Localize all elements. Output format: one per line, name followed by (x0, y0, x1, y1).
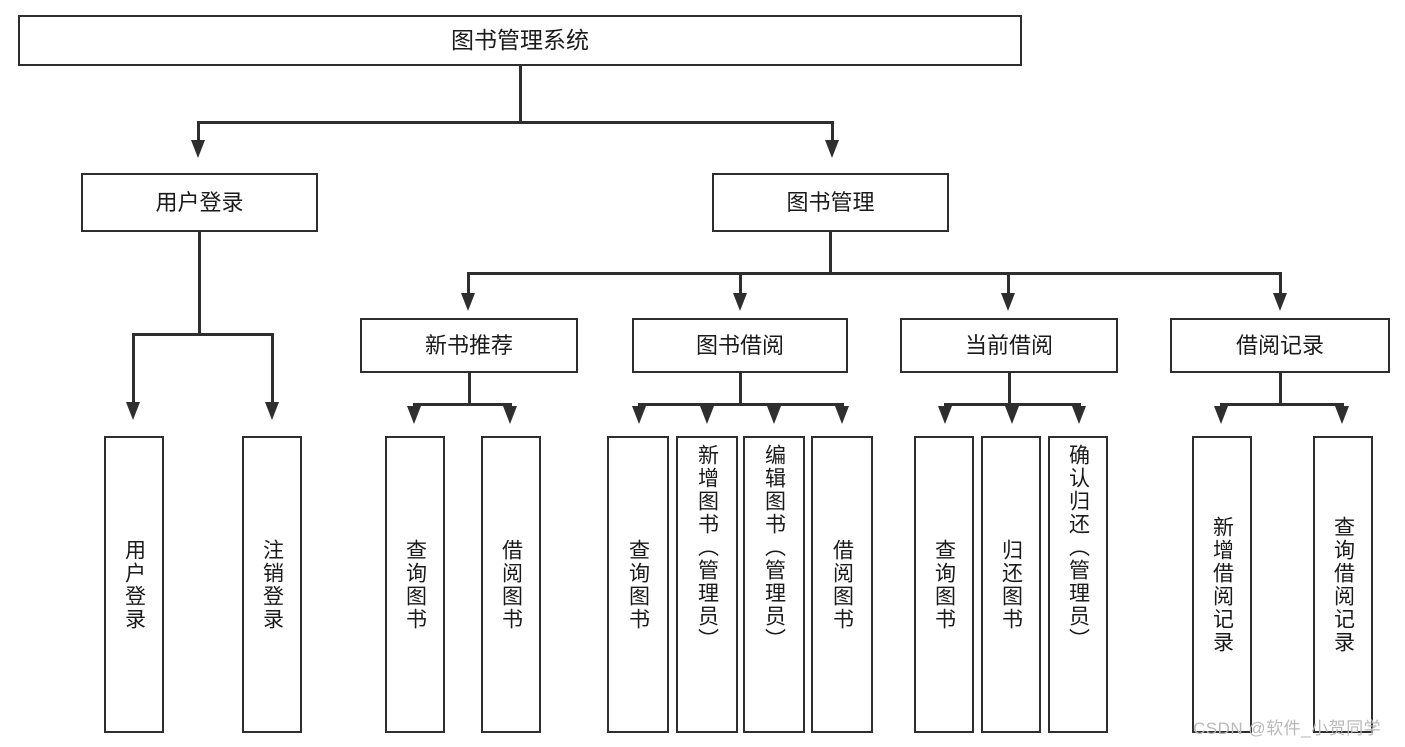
arrow-userlogin-2 (265, 402, 279, 420)
csdn-watermark: CSDN @软件_小贺同学 (1193, 719, 1382, 738)
leaf-edit-book-admin-label: 编辑图书（管理员） (762, 444, 786, 651)
connector-level2-bus (467, 272, 1282, 275)
connector-bookborrow-bus (638, 403, 843, 406)
connector-bookborrow-drop-4 (841, 403, 844, 408)
connector-newbook-stem (468, 373, 471, 405)
connector-borrowrecord-stem (1279, 373, 1282, 405)
connector-currentborrow-drop-3 (1078, 403, 1081, 408)
leaf-query-book-newbook-label: 查询图书 (403, 538, 427, 631)
arrow-currentborrow-2 (1005, 406, 1019, 424)
connector-level2-drop-3 (1007, 272, 1010, 296)
arrow-level2-2 (733, 293, 747, 311)
arrow-bookborrow-1 (632, 406, 646, 424)
connector-bookborrow-drop-2 (706, 403, 709, 408)
node-user-login[interactable]: 用户登录 (81, 173, 318, 232)
connector-userlogin-bus (132, 333, 273, 336)
connector-level2-drop-1 (467, 272, 470, 296)
node-root-label: 图书管理系统 (451, 26, 589, 53)
connector-bookborrow-drop-1 (638, 403, 641, 408)
connector-borrowrecord-drop-1 (1220, 403, 1223, 408)
arrow-currentborrow-3 (1072, 406, 1086, 424)
connector-level2-drop-2 (739, 272, 742, 296)
leaf-add-borrow-record[interactable]: 新增借阅记录 (1192, 436, 1252, 733)
connector-userlogin-drop-1 (132, 333, 135, 405)
node-book-management[interactable]: 图书管理 (712, 173, 949, 232)
node-book-borrow-label: 图书借阅 (695, 332, 784, 358)
connector-newbook-drop-1 (413, 403, 416, 408)
arrow-borrowrecord-1 (1214, 406, 1228, 424)
leaf-borrow-book-borrow-label: 借阅图书 (830, 538, 854, 631)
connector-currentborrow-drop-2 (1011, 403, 1014, 408)
connector-currentborrow-drop-1 (944, 403, 947, 408)
connector-level1-drop-2 (831, 121, 834, 143)
arrow-newbook-2 (503, 406, 517, 424)
arrow-level2-3 (1001, 293, 1015, 311)
connector-bookmgmt-stem (829, 232, 832, 274)
leaf-query-book-current-label: 查询图书 (932, 538, 956, 631)
leaf-add-borrow-record-label: 新增借阅记录 (1210, 515, 1234, 654)
node-borrow-record[interactable]: 借阅记录 (1170, 318, 1390, 373)
connector-newbook-bus (413, 403, 511, 406)
connector-bookborrow-stem (739, 373, 742, 405)
leaf-edit-book-admin[interactable]: 编辑图书（管理员） (743, 436, 805, 733)
leaf-confirm-return-admin[interactable]: 确认归还（管理员） (1048, 436, 1108, 733)
leaf-user-login[interactable]: 用户登录 (104, 436, 164, 733)
leaf-confirm-return-admin-label: 确认归还（管理员） (1066, 444, 1090, 651)
leaf-query-borrow-record-label: 查询借阅记录 (1331, 515, 1355, 654)
connector-root-stem (519, 66, 522, 122)
leaf-borrow-book-newbook[interactable]: 借阅图书 (481, 436, 541, 733)
node-new-book-recommend[interactable]: 新书推荐 (360, 318, 578, 373)
leaf-add-book-admin-label: 新增图书（管理员） (695, 444, 719, 651)
leaf-user-login-label: 用户登录 (122, 538, 146, 631)
connector-level1-bus (197, 121, 834, 124)
arrow-level1-1 (191, 140, 205, 158)
connector-currentborrow-stem (1008, 373, 1011, 405)
leaf-borrow-book-borrow[interactable]: 借阅图书 (811, 436, 873, 733)
connector-level1-drop-1 (197, 121, 200, 143)
connector-level2-drop-4 (1279, 272, 1282, 296)
arrow-level2-4 (1273, 293, 1287, 311)
leaf-borrow-book-newbook-label: 借阅图书 (499, 538, 523, 631)
arrow-bookborrow-2 (700, 406, 714, 424)
node-root[interactable]: 图书管理系统 (18, 15, 1022, 66)
arrow-newbook-1 (407, 406, 421, 424)
node-user-login-label: 用户登录 (155, 189, 244, 215)
connector-borrowrecord-bus (1220, 403, 1343, 406)
node-book-borrow[interactable]: 图书借阅 (632, 318, 848, 373)
leaf-query-book-borrow[interactable]: 查询图书 (607, 436, 669, 733)
leaf-query-book-borrow-label: 查询图书 (626, 538, 650, 631)
leaf-query-book-newbook[interactable]: 查询图书 (385, 436, 445, 733)
arrow-bookborrow-4 (835, 406, 849, 424)
leaf-query-book-current[interactable]: 查询图书 (914, 436, 974, 733)
arrow-level1-2 (825, 140, 839, 158)
node-book-management-label: 图书管理 (786, 189, 875, 215)
connector-bookborrow-drop-3 (773, 403, 776, 408)
connector-borrowrecord-drop-2 (1341, 403, 1344, 408)
arrow-bookborrow-3 (767, 406, 781, 424)
node-current-borrow[interactable]: 当前借阅 (900, 318, 1118, 373)
arrow-currentborrow-1 (938, 406, 952, 424)
arrow-userlogin-1 (126, 402, 140, 420)
arrow-borrowrecord-2 (1335, 406, 1349, 424)
connector-newbook-drop-2 (509, 403, 512, 408)
leaf-logout[interactable]: 注销登录 (242, 436, 302, 733)
arrow-level2-1 (461, 293, 475, 311)
leaf-return-book-label: 归还图书 (999, 538, 1023, 631)
node-new-book-recommend-label: 新书推荐 (424, 332, 513, 358)
connector-userlogin-stem (198, 232, 201, 335)
node-current-borrow-label: 当前借阅 (964, 332, 1053, 358)
node-borrow-record-label: 借阅记录 (1235, 332, 1324, 358)
connector-userlogin-drop-2 (271, 333, 274, 405)
leaf-add-book-admin[interactable]: 新增图书（管理员） (676, 436, 738, 733)
leaf-return-book[interactable]: 归还图书 (981, 436, 1041, 733)
leaf-query-borrow-record[interactable]: 查询借阅记录 (1313, 436, 1373, 733)
leaf-logout-label: 注销登录 (260, 538, 284, 631)
